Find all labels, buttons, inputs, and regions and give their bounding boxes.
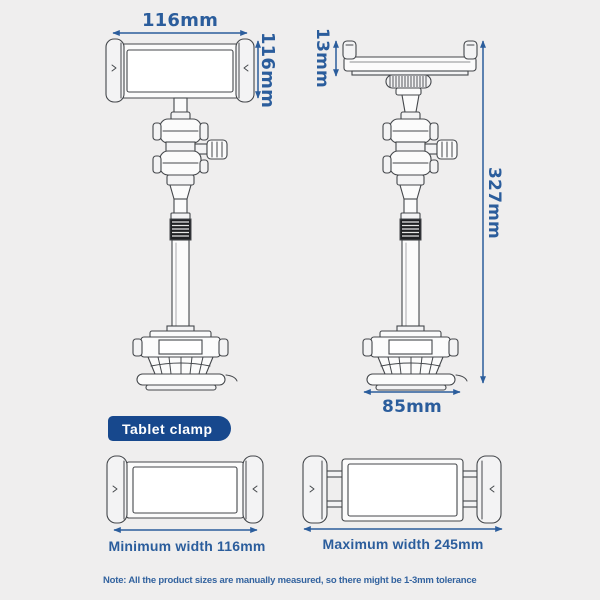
side-thickness-label: 13mm [312, 28, 332, 88]
front-view-illustration [105, 38, 255, 391]
max-width-caption: Maximum width 245mm [322, 536, 484, 552]
dimension-arrows [112, 30, 503, 533]
grip-arrow-mark [309, 485, 315, 493]
grip-arrow-mark [112, 485, 118, 493]
suction-pull-tab [225, 374, 238, 382]
tablet-clamp-badge: Tablet clamp [108, 416, 231, 441]
min-clamp-illustration [106, 455, 264, 524]
side-view-illustration [342, 40, 478, 391]
grip-arrow-mark [111, 64, 117, 72]
suction-pull-tab [455, 374, 468, 382]
max-clamp-illustration [302, 455, 502, 524]
front-height-label: 116mm [257, 31, 278, 109]
grip-arrow-mark [243, 64, 249, 72]
min-width-caption: Minimum width 116mm [108, 538, 266, 554]
base-width-label: 85mm [382, 397, 442, 417]
note-text: Note: All the product sizes are manually… [103, 575, 477, 586]
total-height-label: 327mm [484, 167, 504, 239]
grip-arrow-mark [489, 485, 495, 493]
front-width-label: 116mm [141, 10, 219, 31]
grip-arrow-mark [252, 485, 258, 493]
